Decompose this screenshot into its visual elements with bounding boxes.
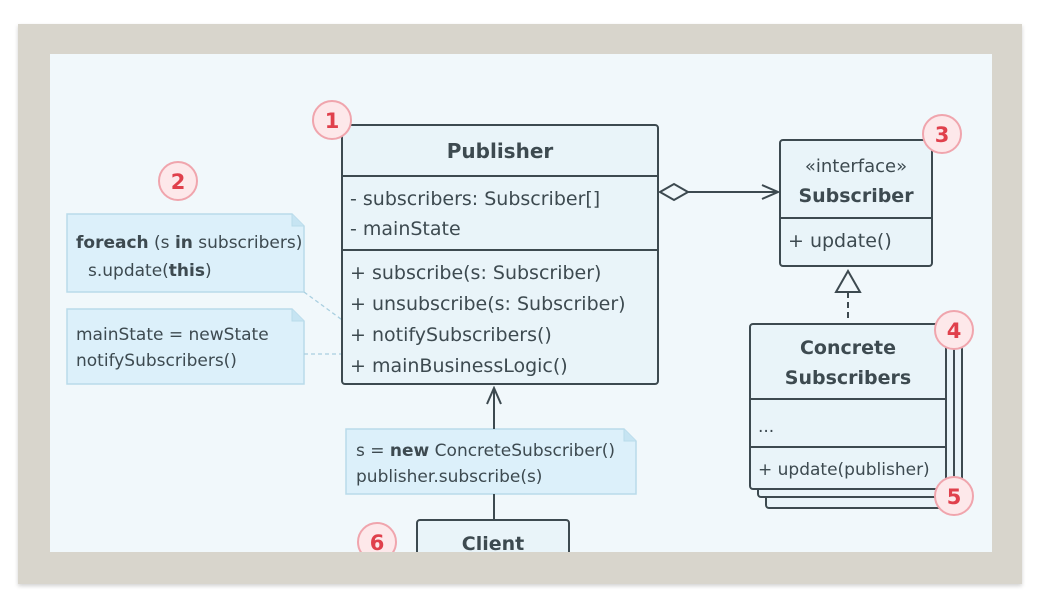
publisher-method: + notifySubscribers() — [350, 324, 552, 346]
interface-method: + update() — [788, 230, 892, 252]
publisher-method: + mainBusinessLogic() — [350, 355, 568, 377]
note-text: publisher.subscribe(s) — [356, 467, 542, 487]
note-text: s = — [356, 441, 390, 461]
diagram-svg: foreach (s in subscribers) s.update(this… — [66, 100, 974, 552]
diagram-canvas: foreach (s in subscribers) s.update(this… — [50, 54, 992, 552]
frame: foreach (s in subscribers) s.update(this… — [18, 24, 1022, 584]
aggregation-arrow — [657, 182, 778, 202]
publisher-method: + subscribe(s: Subscriber) — [350, 262, 601, 284]
subscriber-interface: «interface» Subscriber + update() — [779, 139, 933, 267]
marker-6: 6 — [357, 522, 397, 552]
note-connector — [303, 291, 346, 323]
marker-4: 4 — [934, 310, 974, 350]
concrete-method: + update(publisher) — [758, 460, 930, 480]
interface-title: Subscriber — [798, 185, 914, 207]
note-keyword: foreach — [76, 233, 149, 253]
note-text: ConcreteSubscriber() — [429, 441, 615, 461]
note-client-code: s = new ConcreteSubscriber() publisher.s… — [345, 428, 637, 495]
publisher-field: - mainState — [350, 218, 461, 240]
svg-text:foreach (s in subscribers): foreach (s in subscribers) — [76, 233, 302, 253]
marker-1: 1 — [312, 100, 352, 140]
publisher-method: + unsubscribe(s: Subscriber) — [350, 293, 626, 315]
concrete-title: Concrete — [800, 337, 896, 359]
note-text: s.update( — [88, 261, 169, 281]
svg-text:s.update(this): s.update(this) — [88, 261, 212, 281]
client-title: Client — [462, 533, 524, 552]
note-keyword: new — [390, 441, 430, 461]
client-class: Client — [416, 519, 570, 552]
publisher-title: Publisher — [447, 139, 554, 163]
note-keyword: in — [175, 233, 193, 253]
marker-label: 2 — [171, 170, 186, 194]
marker-label: 4 — [947, 319, 962, 343]
concrete-field: ... — [758, 417, 774, 437]
publisher-class: Publisher - subscribers: Subscriber[] - … — [341, 124, 659, 385]
note-keyword: this — [169, 261, 205, 281]
note-text: subscribers) — [193, 233, 302, 253]
note-foreach: foreach (s in subscribers) s.update(this… — [66, 213, 305, 293]
realization-arrow — [834, 268, 862, 322]
marker-2: 2 — [158, 161, 198, 201]
marker-label: 3 — [935, 123, 950, 147]
svg-text:s = new ConcreteSubscriber(): s = new ConcreteSubscriber() — [356, 441, 615, 461]
marker-label: 1 — [325, 109, 340, 133]
note-text: mainState = newState — [76, 325, 269, 345]
marker-label: 5 — [947, 485, 962, 509]
concrete-subscribers-class: Concrete Subscribers ... + update(publis… — [749, 323, 963, 509]
marker-5: 5 — [934, 476, 974, 516]
publisher-field: - subscribers: Subscriber[] — [350, 188, 600, 210]
note-text: (s — [149, 233, 175, 253]
note-text: notifySubscribers() — [76, 351, 237, 371]
concrete-title: Subscribers — [785, 367, 911, 389]
marker-3: 3 — [922, 114, 962, 154]
marker-label: 6 — [370, 531, 385, 552]
note-text: ) — [205, 261, 212, 281]
interface-stereotype: «interface» — [805, 156, 907, 177]
note-notify: mainState = newState notifySubscribers() — [66, 308, 305, 385]
